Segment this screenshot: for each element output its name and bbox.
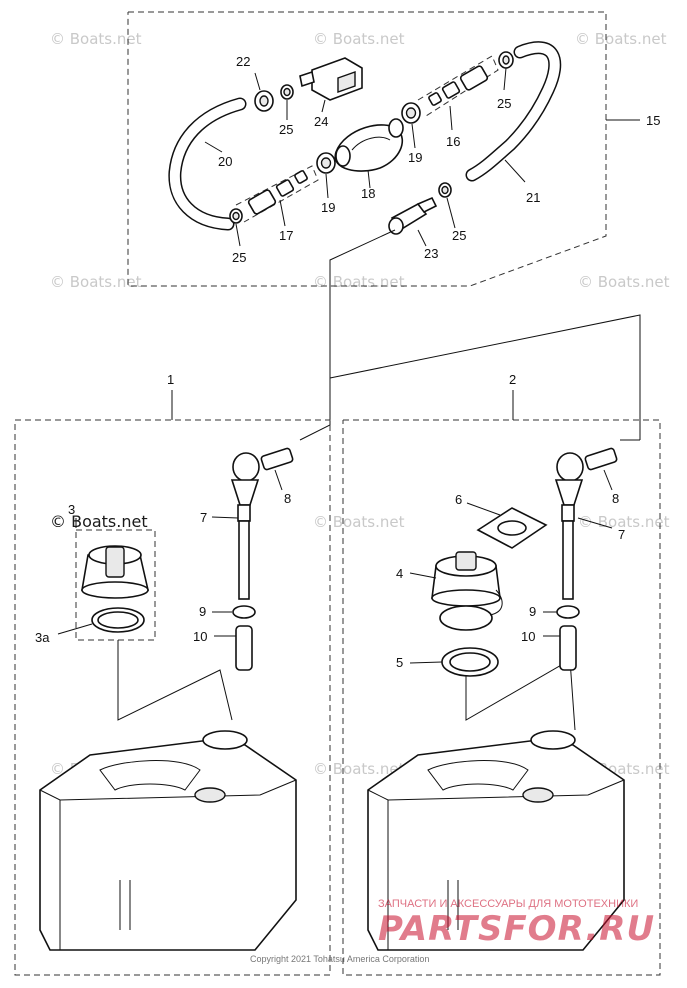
callout-10: 10 xyxy=(193,629,207,644)
callout-25: 25 xyxy=(452,228,466,243)
hose-kit-frame xyxy=(127,11,640,287)
part-7-pickup-tube-right xyxy=(554,479,613,600)
watermark-text: © Boats.net xyxy=(50,30,142,48)
part-9-o-ring-right xyxy=(543,605,580,619)
part-18-primer-bulb xyxy=(334,118,404,189)
callout-20: 20 xyxy=(218,154,232,169)
callout-7: 7 xyxy=(618,527,625,542)
callout-16: 16 xyxy=(446,134,460,149)
part-22-ring xyxy=(254,72,274,112)
tank-2-assembly xyxy=(342,390,661,976)
callout-9: 9 xyxy=(199,604,206,619)
callout-8: 8 xyxy=(612,491,619,506)
callout-9: 9 xyxy=(529,604,536,619)
watermark-text: © Boats.net xyxy=(578,513,670,531)
part-5-retaining-ring xyxy=(409,647,499,677)
callout-15: 15 xyxy=(646,113,660,128)
callout-17: 17 xyxy=(279,228,293,243)
callout-24: 24 xyxy=(314,114,328,129)
callout-10: 10 xyxy=(521,629,535,644)
callout-2: 2 xyxy=(509,372,516,387)
callout-25: 25 xyxy=(279,122,293,137)
hose-20 xyxy=(168,97,247,231)
callout-3: 3 xyxy=(68,502,75,517)
callout-19: 19 xyxy=(321,200,335,215)
callout-3a: 3a xyxy=(35,630,50,645)
callout-1: 1 xyxy=(167,372,174,387)
part-19-rings xyxy=(316,102,421,199)
callout-7: 7 xyxy=(200,510,207,525)
connection-lines xyxy=(299,229,641,441)
watermark-text: © Boats.net xyxy=(313,273,405,291)
part-6-decal xyxy=(466,502,548,549)
callout-18: 18 xyxy=(361,186,375,201)
part-3-fuel-cap xyxy=(81,545,150,599)
watermark-text: © Boats.net xyxy=(575,30,667,48)
part-24-connector xyxy=(299,57,363,113)
part-4-fuel-cap xyxy=(409,551,503,631)
callout-23: 23 xyxy=(424,246,438,261)
copyright-text: Copyright 2021 Tohatsu America Corporati… xyxy=(250,954,429,964)
watermark-text: © Boats.net xyxy=(578,273,670,291)
brand-logo: PARTSFOR.RU xyxy=(378,909,655,949)
tank-2-body xyxy=(367,730,625,951)
callout-4: 4 xyxy=(396,566,403,581)
part-25-clamps xyxy=(229,51,514,247)
part-7-pickup-tube-left xyxy=(211,479,260,600)
callout-25: 25 xyxy=(497,96,511,111)
part-3a-o-ring xyxy=(57,607,145,635)
watermark-text: © Boats.net xyxy=(313,513,405,531)
part-10-filter-right xyxy=(543,625,577,671)
watermark-text: © Boats.net xyxy=(50,512,148,531)
callout-22: 22 xyxy=(236,54,250,69)
partsfor-branding: ЗАПЧАСТИ И АКСЕССУАРЫ ДЛЯ МОТОТЕХНИКИ PA… xyxy=(378,898,655,949)
callout-8: 8 xyxy=(284,491,291,506)
part-23-fitting xyxy=(388,196,438,247)
tank-1-assembly xyxy=(14,390,331,976)
watermark-text: © Boats.net xyxy=(313,760,405,778)
callout-numbers: 22 25 24 25 15 16 20 19 18 21 19 17 25 2… xyxy=(35,54,660,670)
brand-tagline: ЗАПЧАСТИ И АКСЕССУАРЫ ДЛЯ МОТОТЕХНИКИ xyxy=(378,898,638,910)
watermark-text: © Boats.net xyxy=(50,273,142,291)
part-10-filter-left xyxy=(214,625,253,671)
watermark-text: © Boats.net xyxy=(313,30,405,48)
callout-5: 5 xyxy=(396,655,403,670)
part-16-coupler-set xyxy=(417,55,499,131)
part-17-coupler-set xyxy=(235,165,319,227)
tank-1-body xyxy=(39,730,297,951)
callout-6: 6 xyxy=(455,492,462,507)
part-8-fitting-right xyxy=(556,447,618,491)
hose-21 xyxy=(465,41,562,183)
callout-21: 21 xyxy=(526,190,540,205)
part-9-o-ring-left xyxy=(212,605,256,619)
callout-19: 19 xyxy=(408,150,422,165)
callout-25: 25 xyxy=(232,250,246,265)
